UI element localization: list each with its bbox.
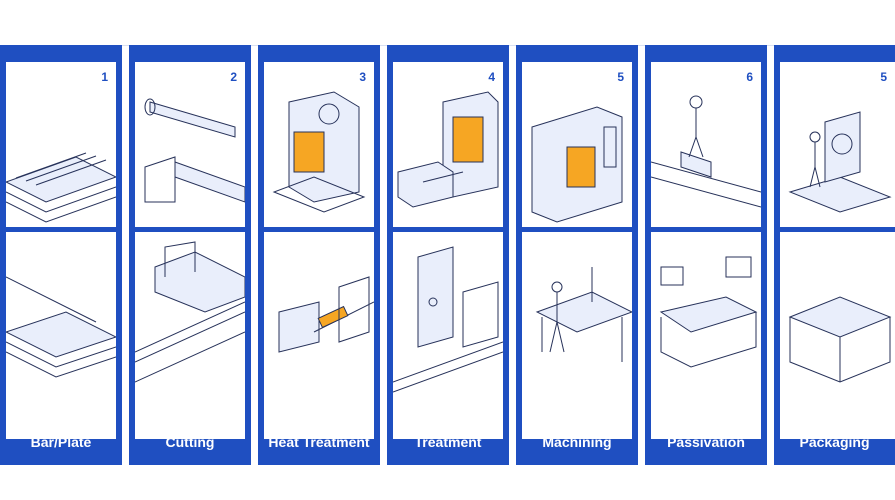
step-3-title-line1: Solution ƆC — [278, 417, 360, 433]
step-1-number: 1 — [101, 70, 108, 84]
step-panel-2: 2 Precision Cutting — [129, 45, 251, 465]
cnc-machining-illustration — [531, 106, 632, 362]
step-4-number: 4 — [488, 70, 495, 84]
step-panel-3: 3 Solution ƆC Heat Treatment — [258, 45, 380, 465]
step-2-number: 2 — [230, 70, 237, 84]
step-4-caption: Aging Treatment — [387, 417, 509, 451]
step-7-illustrations: 5 — [780, 62, 895, 439]
step-panel-7: 5 Inspection & Packaging — [774, 45, 895, 465]
step-7-number: 5 — [880, 70, 887, 84]
step-1-caption: Raw Titanium Bar/Plate — [0, 417, 122, 451]
panel-divider — [780, 227, 895, 232]
step-5-illustrations: 5 — [522, 62, 632, 439]
step-5-title-line2: Machining — [542, 434, 612, 450]
passivation-line-illustration — [651, 95, 761, 368]
heat-treatment-furnace-illustration — [272, 91, 374, 353]
step-5-caption: Finish ƆNC Machining — [516, 417, 638, 451]
titanium-bars-illustration — [6, 152, 116, 378]
step-6-caption: Surface & Passivation — [645, 417, 767, 451]
panel-divider — [393, 227, 503, 232]
step-4-illustrations: 4 — [393, 62, 503, 439]
step-panel-4: 4 Aging Treatment — [387, 45, 509, 465]
step-2-caption: Precision Cutting — [129, 417, 251, 451]
step-1-illustrations: 1 — [6, 62, 116, 439]
step-5-title-line1: Finish ƆNC — [539, 417, 615, 433]
step-3-caption: Solution ƆC Heat Treatment — [258, 417, 380, 451]
step-7-title-line2: Packaging — [799, 434, 870, 450]
step-7-title-line1: Inspection & — [792, 417, 877, 433]
aging-oven-illustration — [393, 91, 503, 393]
step-panel-5: 5 Finish ƆNC Machining — [516, 45, 638, 465]
step-6-number: 6 — [746, 70, 753, 84]
step-1-title-line1: Raw Titanium — [15, 417, 107, 433]
step-2-title-line1: Precision — [158, 417, 222, 433]
step-panel-6: 6 Surface & Passivation — [645, 45, 767, 465]
step-2-title-line2: Cutting — [165, 434, 215, 450]
step-2-illustrations: 2 — [135, 62, 245, 439]
step-6-title-line1: Surface & — [673, 417, 739, 433]
cutting-machine-illustration — [135, 98, 245, 383]
step-1-title-line2: Bar/Plate — [30, 434, 92, 450]
step-6-title-line2: Passivation — [667, 434, 745, 450]
step-3-illustrations: 3 — [264, 62, 374, 439]
step-5-number: 5 — [617, 70, 624, 84]
panel-divider — [522, 227, 632, 232]
step-6-illustrations: 6 — [651, 62, 761, 439]
step-7-caption: Inspection & Packaging — [774, 417, 895, 451]
panel-divider — [6, 227, 116, 232]
step-4-title-line1: Aging — [428, 417, 468, 433]
step-3-title-line2: Heat Treatment — [268, 434, 370, 450]
panel-divider — [651, 227, 761, 232]
step-4-title-line2: Treatment — [414, 434, 482, 450]
inspection-packaging-illustration — [788, 111, 892, 383]
panel-divider — [135, 227, 245, 232]
step-3-number: 3 — [359, 70, 366, 84]
panel-divider — [264, 227, 374, 232]
step-panel-1: 1 Raw Titanium Bar/Plate — [0, 45, 122, 465]
